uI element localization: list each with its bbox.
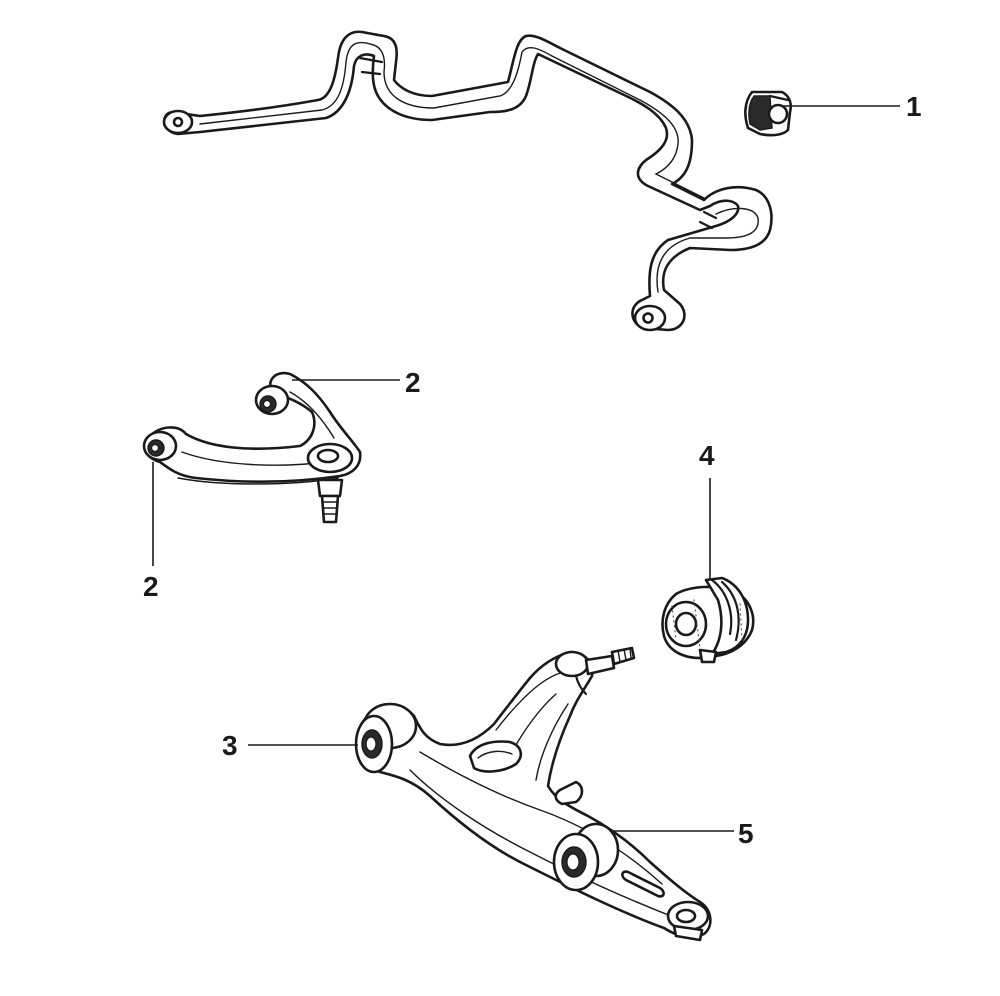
callout-1: 1 [906, 91, 922, 122]
callout-4: 4 [699, 440, 715, 471]
callout-3: 3 [222, 730, 238, 761]
upper-control-arm [142, 371, 362, 524]
callout-2-lower: 2 [143, 571, 159, 602]
callout-2-upper: 2 [405, 367, 421, 398]
lower-control-arm [354, 646, 712, 942]
lower-arm-bushing-4 [661, 576, 755, 664]
stabilizer-bar [162, 30, 773, 332]
leader-lines [152, 105, 900, 832]
callout-5: 5 [738, 818, 754, 849]
stabilizer-bushing-1 [744, 90, 793, 137]
callout-labels: 1 2 2 3 4 5 [143, 91, 922, 849]
